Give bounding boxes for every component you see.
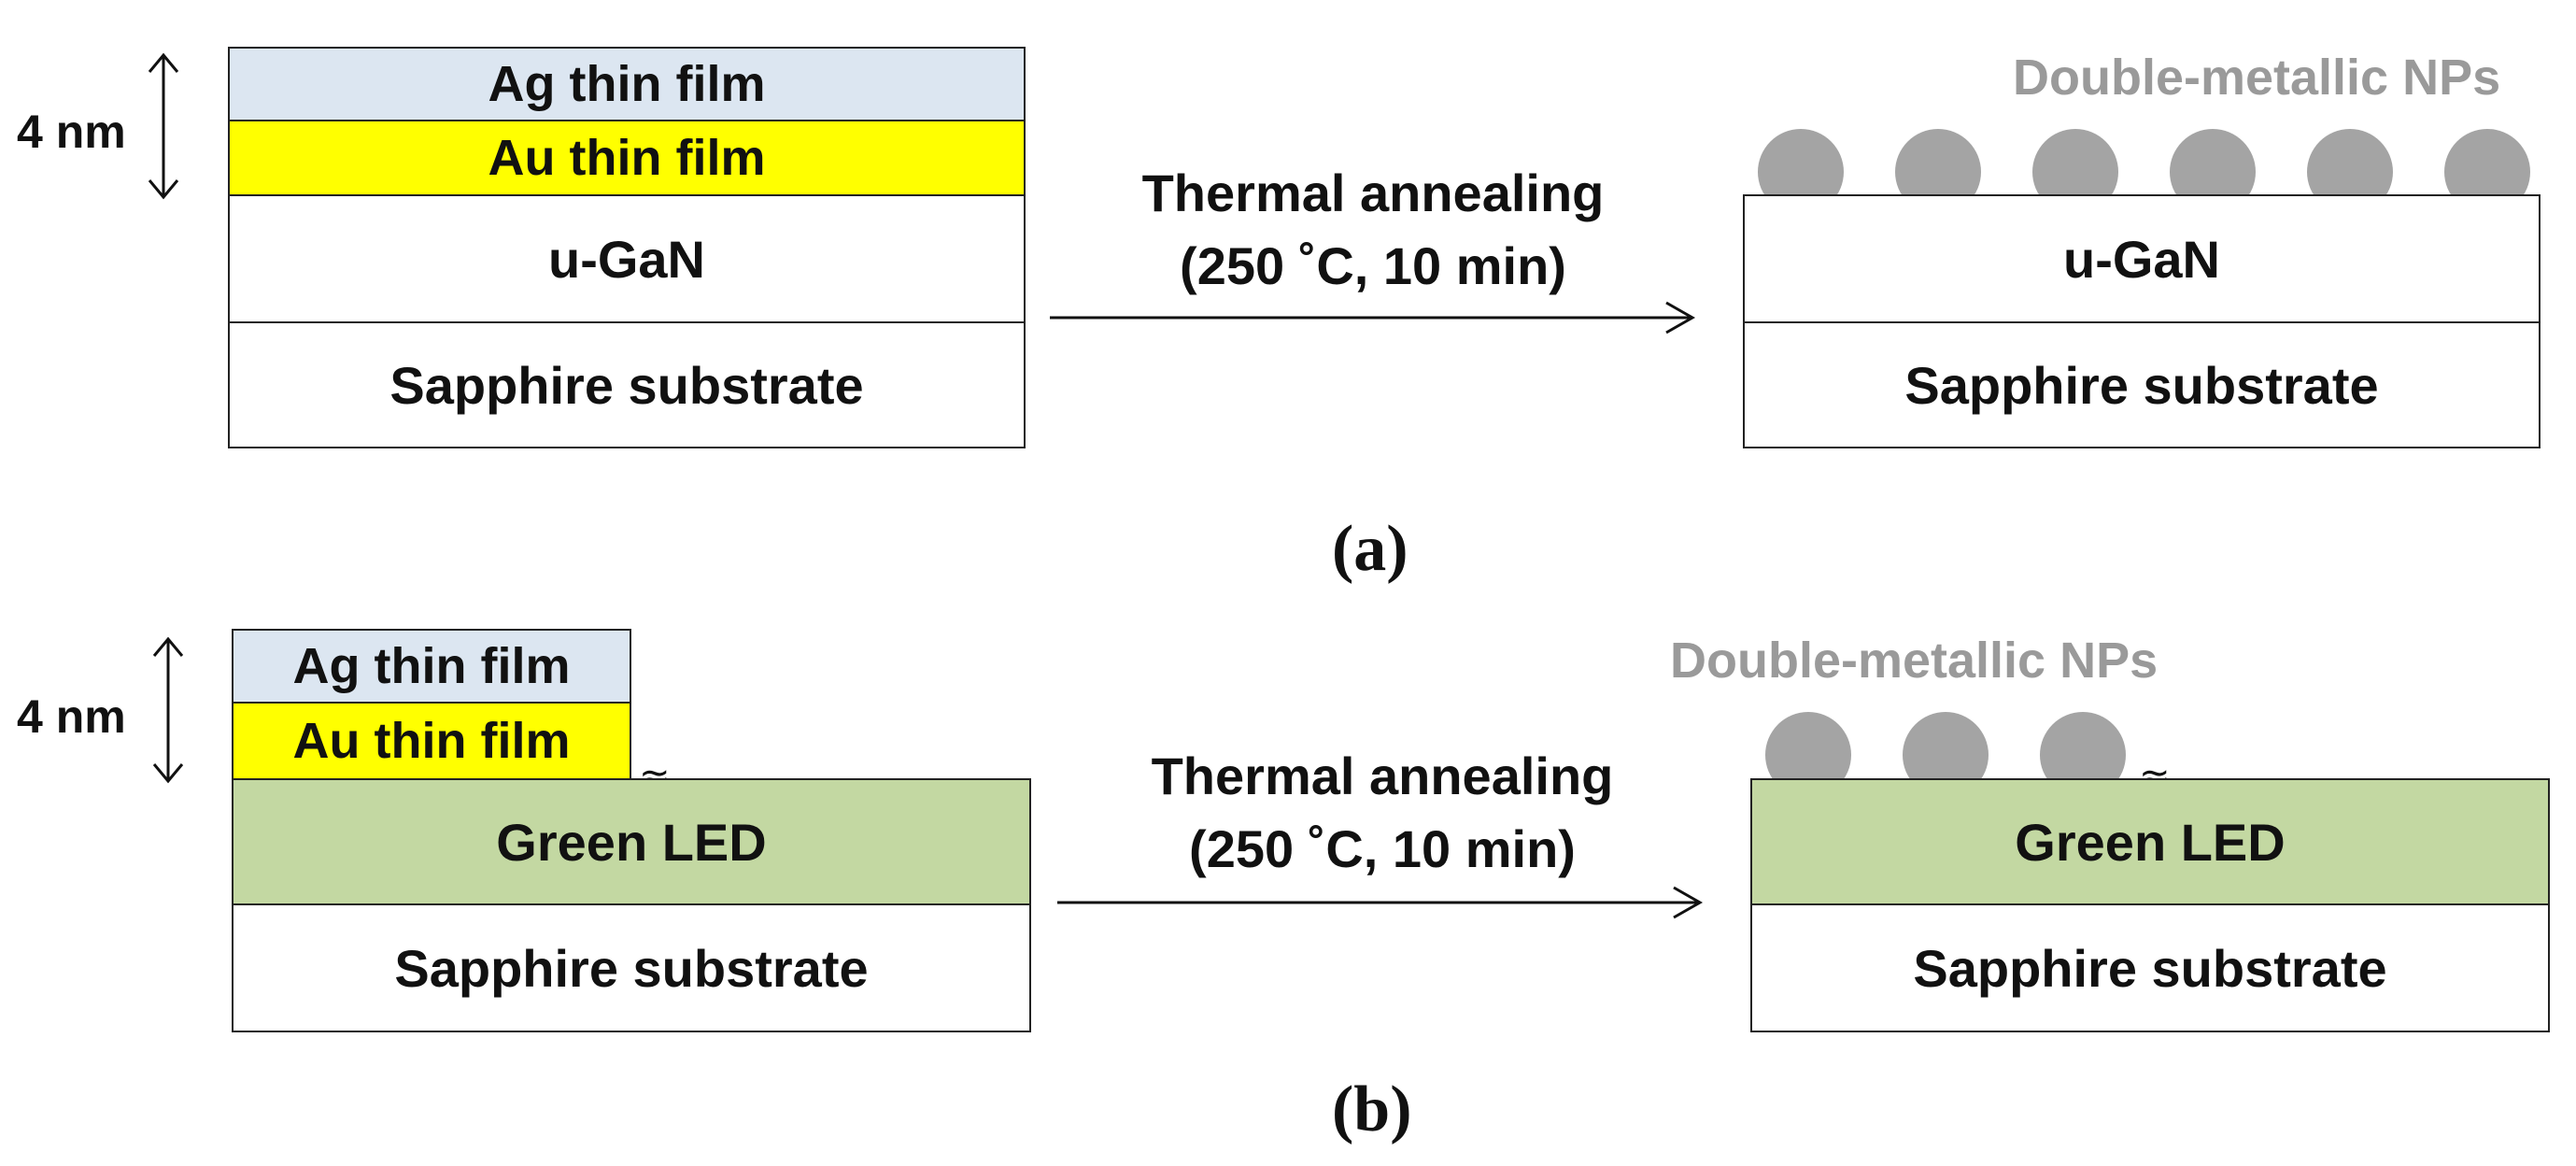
au-thin-film-label: Au thin film [292, 713, 571, 769]
double-metallic-nps-label: Double-metallic NPs [1670, 633, 2158, 689]
process-label: Thermal annealing (250 ˚C, 10 min) [1102, 740, 1663, 886]
u-gan-label: u-GaN [548, 229, 705, 289]
ag-thin-film-layer: Ag thin film [228, 47, 1026, 121]
green-led-label: Green LED [496, 812, 767, 872]
sapphire-substrate-label: Sapphire substrate [1904, 355, 2379, 415]
thickness-label: 4 nm [17, 690, 126, 743]
double-metallic-nps-label: Double-metallic NPs [2013, 50, 2501, 106]
process-label: Thermal annealing (250 ˚C, 10 min) [1093, 157, 1653, 303]
sapphire-substrate-label: Sapphire substrate [389, 355, 864, 415]
panel-label-a: (a) [1332, 513, 1408, 585]
green-led-layer-after: Green LED [1750, 778, 2550, 905]
sapphire-substrate-layer-after: Sapphire substrate [1743, 321, 2541, 448]
ag-thin-film-label: Ag thin film [488, 56, 766, 112]
au-thin-film-layer: Au thin film [228, 120, 1026, 196]
ag-thin-film-layer: Ag thin film [232, 629, 631, 704]
u-gan-layer: u-GaN [228, 194, 1026, 323]
au-thin-film-layer: Au thin film [232, 702, 631, 780]
panel-label-b: (b) [1332, 1074, 1412, 1145]
sapphire-substrate-label: Sapphire substrate [1913, 938, 2387, 998]
sapphire-substrate-layer: Sapphire substrate [228, 321, 1026, 448]
u-gan-label: u-GaN [2063, 229, 2220, 289]
process-arrow [1057, 886, 1704, 919]
thickness-label: 4 nm [17, 106, 126, 158]
green-led-label: Green LED [2015, 812, 2286, 872]
au-thin-film-label: Au thin film [488, 130, 766, 186]
process-conditions: (250 ˚C, 10 min) [1180, 236, 1566, 295]
process-conditions: (250 ˚C, 10 min) [1189, 819, 1576, 878]
sapphire-substrate-label: Sapphire substrate [394, 938, 869, 998]
ag-thin-film-label: Ag thin film [292, 638, 571, 694]
sapphire-substrate-layer-after: Sapphire substrate [1750, 903, 2550, 1032]
sapphire-substrate-layer: Sapphire substrate [232, 903, 1031, 1032]
process-name: Thermal annealing [1151, 747, 1614, 805]
green-led-layer: Green LED [232, 778, 1031, 905]
thickness-double-arrow [148, 52, 179, 200]
process-arrow [1050, 301, 1696, 334]
process-name: Thermal annealing [1141, 164, 1605, 222]
u-gan-layer-after: u-GaN [1743, 194, 2541, 323]
thickness-double-arrow [152, 636, 184, 784]
